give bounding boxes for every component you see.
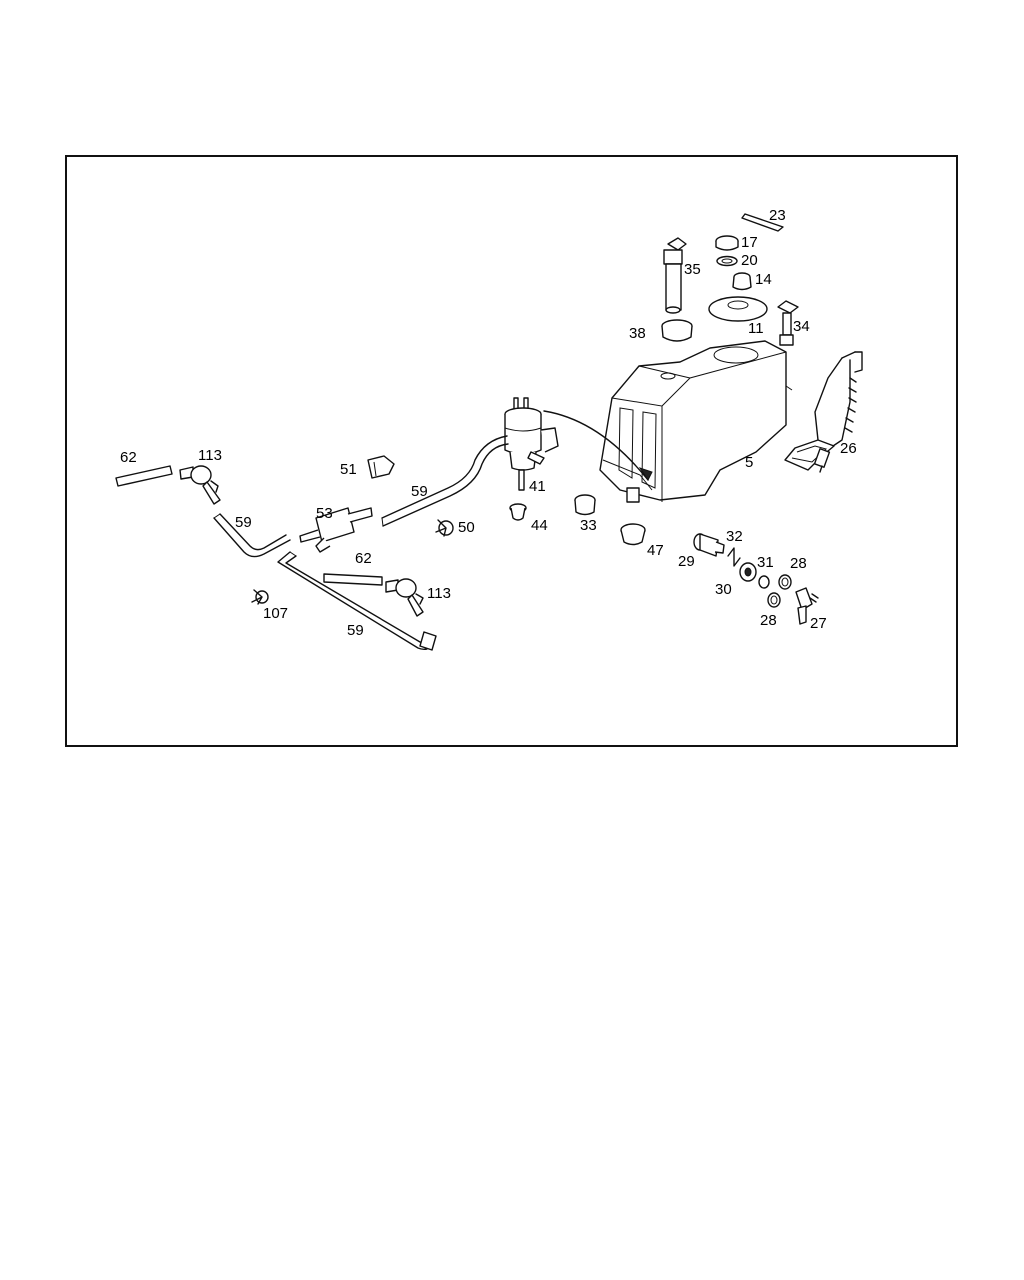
part-38-grommet (661, 319, 693, 342)
part-20-washer (716, 255, 738, 267)
callout-113-lower: 113 (427, 585, 451, 602)
part-35-level-sensor (663, 237, 687, 314)
part-59-hose-left (213, 513, 291, 558)
part-28-o-ring-lower (767, 592, 781, 608)
callout-30: 30 (715, 581, 732, 598)
part-107-clamp (251, 589, 269, 605)
callout-23: 23 (769, 207, 786, 224)
callout-11: 11 (748, 320, 764, 337)
callout-35: 35 (684, 261, 701, 278)
callout-14: 14 (755, 271, 772, 288)
callout-44: 44 (531, 517, 548, 534)
callout-31: 31 (757, 554, 774, 571)
part-50-clamp (435, 519, 454, 537)
callout-27: 27 (810, 615, 827, 632)
part-31-nut (758, 575, 770, 589)
callout-59-upper: 59 (411, 483, 428, 500)
part-23-strip (741, 213, 784, 232)
part-32-clip (727, 547, 741, 567)
callout-107: 107 (263, 605, 288, 622)
callout-51: 51 (340, 461, 357, 478)
callout-20: 20 (741, 252, 758, 269)
callout-26: 26 (840, 440, 857, 457)
part-51-clip (367, 455, 395, 479)
part-34-connector (777, 300, 799, 346)
callout-59-left: 59 (235, 514, 252, 531)
callout-47: 47 (647, 542, 664, 559)
part-33-grommet (574, 494, 596, 516)
callout-38: 38 (629, 325, 646, 342)
callout-50: 50 (458, 519, 475, 536)
callout-113-upper: 113 (198, 447, 222, 464)
part-5-reservoir (599, 340, 793, 503)
part-47-grommet (620, 523, 646, 546)
part-113-nozzle-right (385, 578, 424, 617)
part-27-level-switch (795, 587, 819, 625)
part-53-t-connector (299, 507, 373, 553)
part-62-hose-lower (323, 573, 383, 586)
part-62-hose-left (115, 465, 173, 487)
callout-5: 5 (745, 454, 753, 471)
callout-32: 32 (726, 528, 743, 545)
part-29-adapter (693, 533, 725, 557)
part-11-filler-neck (708, 296, 768, 322)
part-17-cap (715, 235, 739, 251)
callout-labels: 23 17 20 35 14 38 11 34 26 5 62 113 51 5… (120, 207, 857, 639)
part-113-nozzle-left (179, 465, 221, 505)
part-59-hose-upper (381, 435, 509, 527)
callout-17: 17 (741, 234, 758, 251)
part-41-washer-pump (504, 397, 559, 491)
callout-28-upper: 28 (790, 555, 807, 572)
part-44-grommet (509, 503, 527, 521)
callout-62-upper: 62 (120, 449, 137, 466)
callout-28-lower: 28 (760, 612, 777, 629)
callout-62-lower: 62 (355, 550, 372, 567)
callout-33: 33 (580, 517, 597, 534)
callout-34: 34 (793, 318, 810, 335)
pump-to-reservoir-arrow (543, 410, 653, 481)
callout-59-lower: 59 (347, 622, 364, 639)
callout-53: 53 (316, 505, 333, 522)
part-30-washer (739, 562, 757, 582)
part-28-o-ring-upper (778, 574, 792, 590)
callout-41: 41 (529, 478, 546, 495)
part-26-wiring-harness (784, 351, 863, 473)
part-14-grommet (732, 272, 752, 291)
callout-29: 29 (678, 553, 695, 570)
part-59-pipe-lower (277, 551, 437, 651)
